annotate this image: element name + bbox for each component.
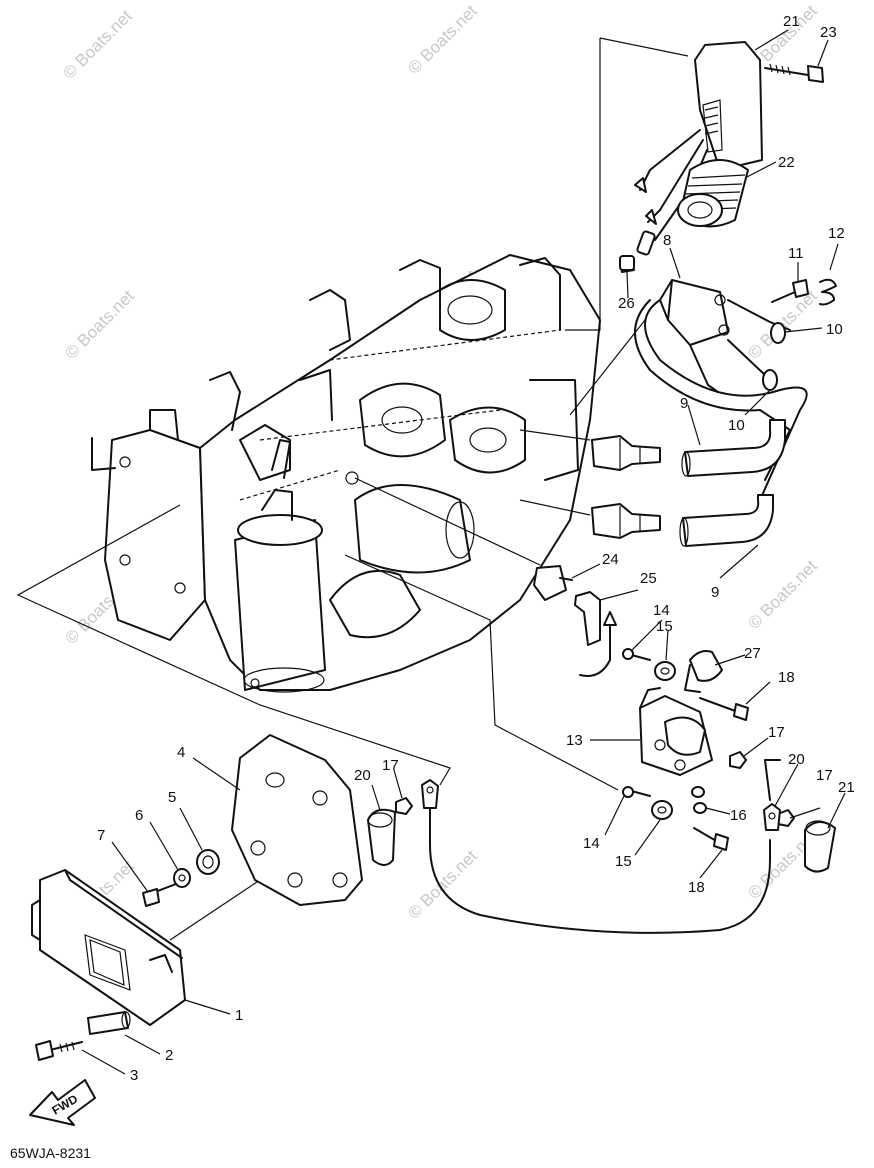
callout-1: 1 [235, 1007, 243, 1024]
callout-22: 22 [778, 154, 795, 171]
callout-17: 17 [768, 724, 785, 741]
part-15-grommets [651, 661, 676, 820]
part-22-spring [677, 159, 749, 228]
part-7-bolt [142, 883, 177, 907]
part-24-sensor [533, 565, 573, 601]
watermark: © Boats.net [61, 286, 138, 363]
callout-9: 9 [711, 584, 719, 601]
callout-21: 21 [783, 13, 800, 30]
part-25-hose [574, 591, 617, 677]
callout-15: 15 [656, 618, 673, 635]
callout-9: 9 [680, 395, 688, 412]
callout-24: 24 [602, 551, 619, 568]
part-18-bolts [693, 697, 749, 851]
callout-11: 11 [788, 245, 804, 262]
part-6-washer [173, 868, 191, 888]
callout-25: 25 [640, 570, 657, 587]
engine-block [91, 254, 601, 693]
callout-10: 10 [826, 321, 843, 338]
watermark: © Boats.net [744, 556, 821, 633]
callout-15: 15 [615, 853, 632, 870]
callout-18: 18 [778, 669, 795, 686]
callout-17: 17 [816, 767, 833, 784]
callout-5: 5 [168, 789, 176, 806]
callout-14: 14 [583, 835, 600, 852]
part-17-nuts [395, 751, 795, 827]
part-23-bolt [764, 63, 824, 83]
callout-labels: 21 23 22 8 11 12 26 10 10 9 9 24 25 14 1… [97, 13, 855, 1084]
part-1-cdi-unit [31, 869, 186, 1026]
part-21-unit [619, 41, 763, 273]
callout-4: 4 [177, 744, 185, 761]
callout-7: 7 [97, 827, 105, 844]
callout-14: 14 [653, 602, 670, 619]
spark-plugs [591, 435, 661, 539]
diagram-code: 65WJA-8231 [10, 1145, 91, 1161]
callout-2: 2 [165, 1047, 173, 1064]
part-5-grommet [196, 849, 220, 875]
part-13-relay [639, 687, 713, 776]
part-14-pins [622, 648, 651, 798]
callout-19: 20 [788, 751, 805, 768]
callout-16: 16 [730, 807, 747, 824]
fwd-arrow: FWD [29, 1079, 96, 1126]
callout-18: 18 [688, 879, 705, 896]
callout-10: 10 [728, 417, 745, 434]
callout-13: 13 [566, 732, 583, 749]
callout-12: 12 [828, 225, 845, 242]
watermark: © Boats.net [59, 6, 136, 83]
part-20-caps [367, 808, 836, 873]
part-4-plate [231, 734, 363, 906]
callout-27: 27 [744, 645, 761, 662]
part-27-cap [684, 650, 723, 693]
part-11-bolt [771, 279, 809, 303]
watermark: © Boats.net [404, 1, 481, 78]
callout-3: 3 [130, 1067, 138, 1084]
part-19-cable [421, 759, 781, 934]
part-2-collar [87, 1011, 131, 1035]
part-12-clip [819, 278, 837, 306]
callout-8: 8 [663, 232, 671, 249]
callout-26: 26 [618, 295, 635, 312]
part-9-hoses [679, 419, 786, 547]
callout-23: 23 [820, 24, 837, 41]
callout-6: 6 [135, 807, 143, 824]
part-16-nuts [691, 786, 707, 814]
callout-20: 20 [354, 767, 371, 784]
part-26-plug [619, 255, 635, 271]
callout-leaders [81, 29, 846, 1075]
part-3-bolt [35, 1040, 83, 1061]
callout-20: 21 [838, 779, 855, 796]
callout-17: 17 [382, 757, 399, 774]
